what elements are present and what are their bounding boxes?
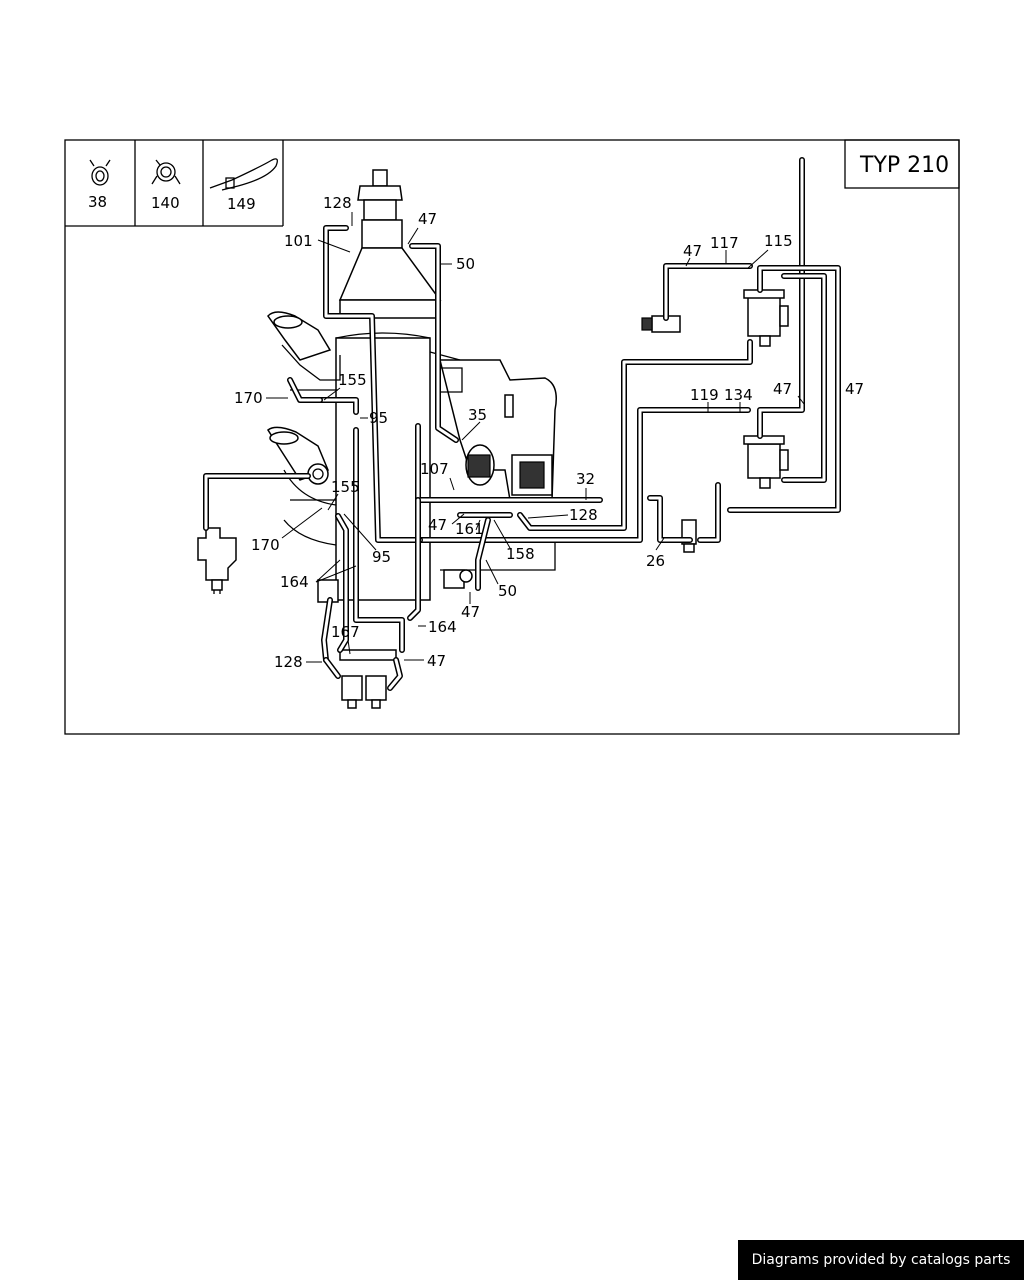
cable-tie-icon	[209, 158, 278, 191]
callout-label: 32	[576, 470, 595, 488]
callout-label: 117	[710, 234, 739, 252]
callout-label: 170	[251, 536, 280, 554]
callout-label: 35	[468, 406, 487, 424]
callout-label: 170	[234, 389, 263, 407]
callout-label: 101	[284, 232, 313, 250]
callout-label: 119	[690, 386, 719, 404]
callout-label: 50	[498, 582, 517, 600]
callout-label: 164	[280, 573, 309, 591]
callout-label: 155	[338, 371, 367, 389]
check-valve-right	[681, 519, 697, 553]
throttle-body	[429, 351, 557, 589]
title-box	[844, 139, 960, 189]
callout-label: 128	[569, 506, 598, 524]
callout-label: 26	[646, 552, 665, 570]
callout-label: 47	[773, 380, 792, 398]
legend-number: 38	[88, 193, 107, 211]
callout-label: 164	[428, 618, 457, 636]
callout-label: 134	[724, 386, 753, 404]
exhaust-manifold	[266, 311, 341, 603]
legend-number: 140	[151, 194, 180, 212]
hose-clamp-icon	[89, 159, 111, 186]
callout-label: 50	[456, 255, 475, 273]
callout-label: 95	[369, 409, 388, 427]
egr-valve	[307, 463, 329, 485]
diagram-credit-banner: Diagrams provided by catalogs parts	[738, 1240, 1024, 1280]
switchover-valve-upper	[743, 289, 789, 347]
diagram-title: TYP 210	[859, 153, 949, 178]
callout-label: 158	[506, 545, 535, 563]
callout-label: 107	[420, 460, 449, 478]
legend-table: 38 140 149	[65, 140, 284, 227]
callout-label: 47	[428, 516, 447, 534]
callout-label: 155	[331, 478, 360, 496]
callout-label: 167	[331, 623, 360, 641]
vacuum-sensor	[641, 315, 681, 333]
callout-label: 47	[461, 603, 480, 621]
callout-label: 47	[683, 242, 702, 260]
switchover-valve-lower	[743, 435, 789, 489]
callout-label: 115	[764, 232, 793, 250]
diagram-frame	[64, 139, 960, 735]
twin-solenoid-valves	[339, 649, 397, 709]
callout-labels: 128 47 101 50 47 117 115 155 170 95 35 1…	[234, 194, 864, 671]
legend-number: 149	[227, 195, 256, 213]
callout-label: 47	[418, 210, 437, 228]
callout-label: 161	[455, 520, 484, 538]
spring-clamp-icon	[151, 159, 181, 185]
pressure-converter-left	[197, 527, 237, 594]
callout-label: 47	[427, 652, 446, 670]
callout-label: 47	[845, 380, 864, 398]
callout-leaders	[266, 212, 841, 663]
callout-label: 128	[274, 653, 303, 671]
vacuum-hoses	[203, 157, 841, 691]
callout-label: 95	[372, 548, 391, 566]
callout-label: 128	[323, 194, 352, 212]
